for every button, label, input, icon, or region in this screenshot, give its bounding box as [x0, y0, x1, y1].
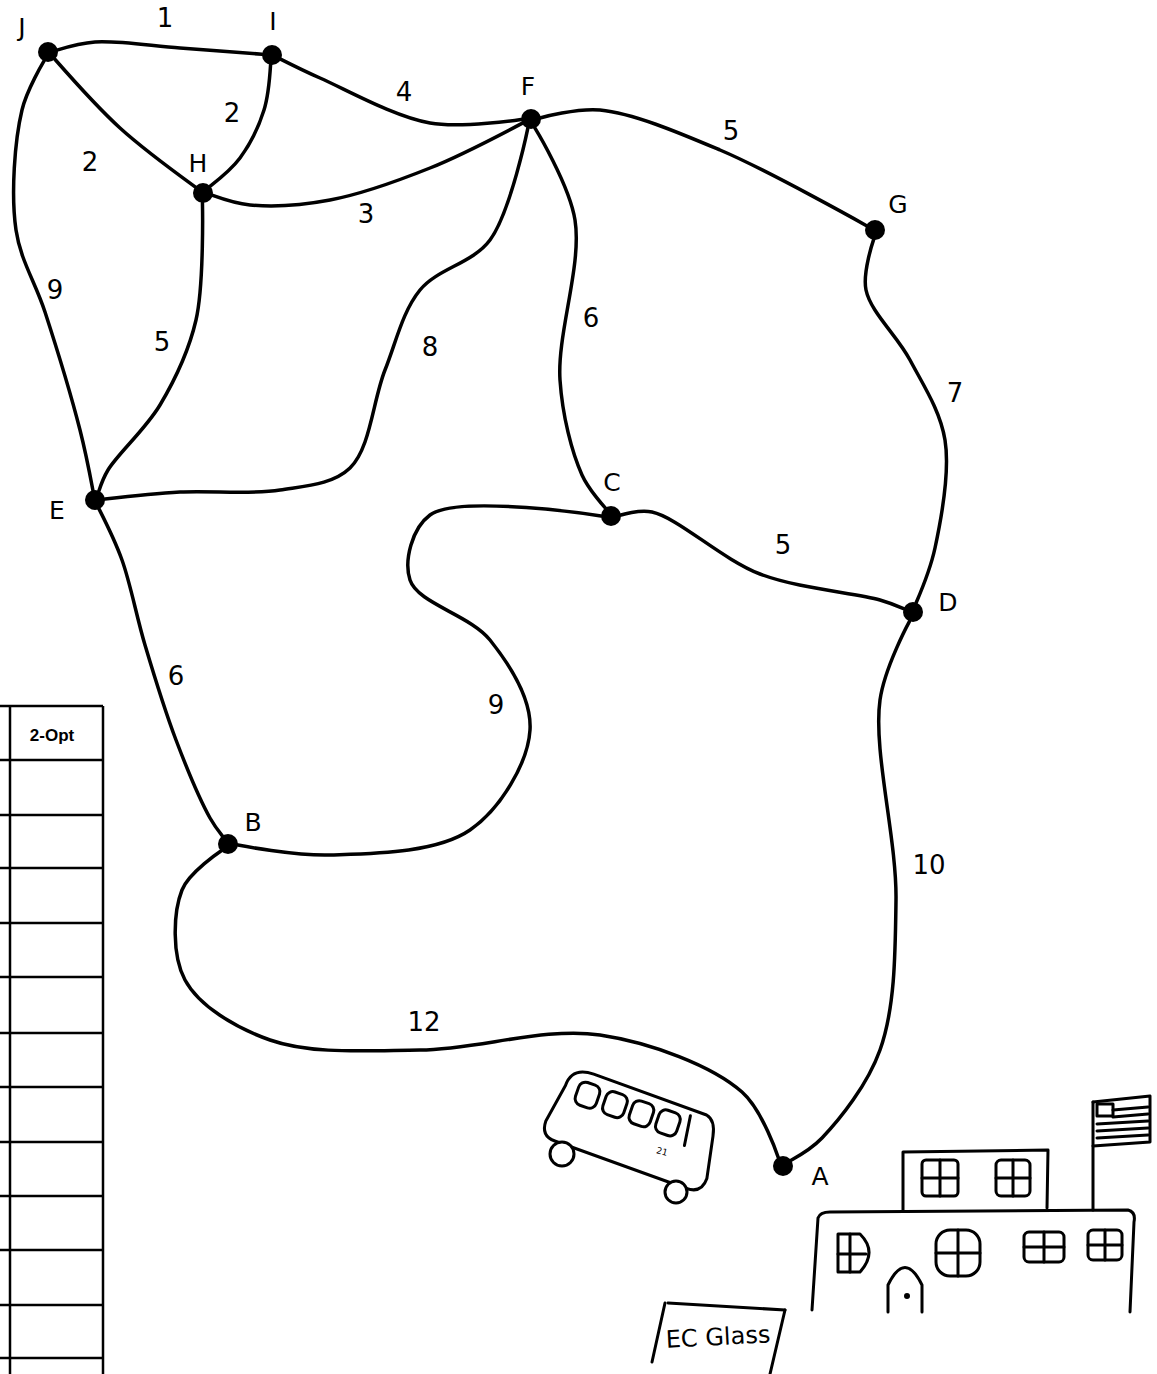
graph-edge	[213, 123, 522, 205]
graph-vertex: C	[601, 506, 621, 526]
edge-weight: 9	[486, 692, 507, 718]
graph-edge	[175, 851, 778, 1157]
vertex-label: G	[887, 192, 908, 217]
vertex-label: E	[48, 498, 66, 523]
edge-weight: 3	[356, 201, 377, 227]
graph-vertex: B	[218, 834, 238, 854]
graph-edge	[865, 240, 946, 603]
vertex-label: B	[243, 810, 262, 835]
graph-edge	[238, 506, 601, 855]
graph-edge	[535, 128, 605, 508]
graph-vertex: J	[38, 42, 58, 62]
graph-vertex: G	[865, 220, 885, 240]
sign-text: EC Glass	[665, 1322, 771, 1351]
edge-weight: 2	[222, 100, 243, 126]
sign	[652, 1303, 785, 1374]
graph-edge	[105, 128, 528, 499]
vertex-label: I	[268, 9, 277, 34]
graph-edge	[55, 59, 195, 187]
graph-edge	[281, 59, 521, 124]
graph-edge	[541, 110, 866, 226]
edge-weight: 2	[80, 149, 101, 175]
graph-edge	[210, 65, 270, 186]
graph-edge	[99, 203, 203, 491]
table-header: 2-Opt	[30, 727, 74, 744]
edge-weight: 10	[910, 852, 947, 878]
graph-vertex: F	[521, 109, 541, 129]
graph-edge	[791, 621, 909, 1160]
edge-weight: 6	[581, 305, 602, 331]
edge-weight: 1	[155, 5, 176, 31]
table-grid	[0, 706, 103, 1374]
vertex-label: J	[17, 15, 26, 40]
graph-vertex: E	[85, 490, 105, 510]
vertex-label: H	[188, 151, 209, 176]
edge-weight: 9	[45, 277, 66, 303]
vertex-label: A	[810, 1164, 829, 1189]
graph-vertex: D	[903, 602, 923, 622]
edge-weight: 4	[394, 79, 415, 105]
graph-edge	[14, 61, 93, 490]
graph-vertex: A	[773, 1156, 793, 1176]
edge-weight: 8	[420, 334, 441, 360]
graph-edge	[58, 42, 262, 55]
graph-edge	[99, 509, 222, 836]
graph-vertex: I	[262, 45, 282, 65]
edge-weight: 12	[405, 1009, 442, 1035]
graph-vertex: H	[193, 183, 213, 203]
bus-number: 21	[655, 1146, 668, 1158]
edge-weight: 5	[773, 532, 794, 558]
vertex-label: D	[937, 590, 958, 615]
vertex-label: F	[520, 74, 536, 99]
vertex-label: C	[602, 470, 621, 495]
edge-weight: 5	[152, 329, 173, 355]
school-building	[812, 1096, 1150, 1312]
edge-weight: 7	[945, 380, 966, 406]
school-bus	[540, 1064, 727, 1203]
edge-weight: 6	[166, 663, 187, 689]
edge-weight: 5	[721, 118, 742, 144]
graph-edge	[621, 511, 904, 608]
